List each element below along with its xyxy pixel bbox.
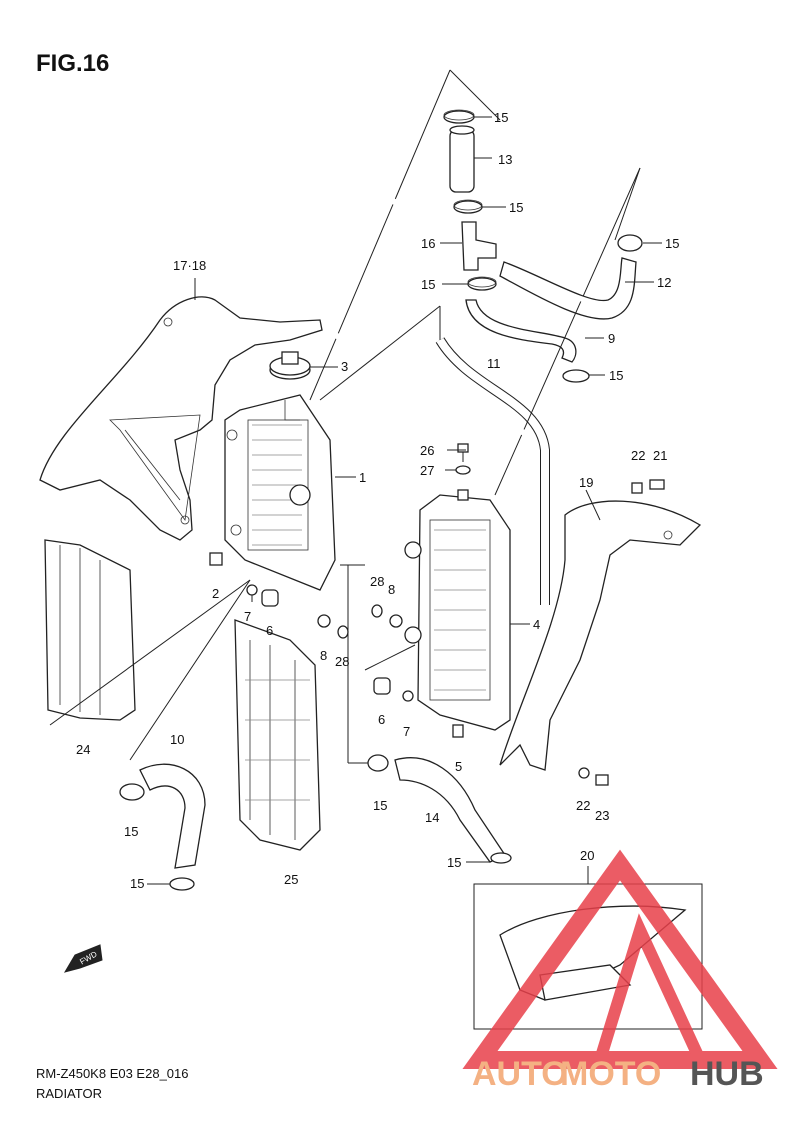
bolt-7: [402, 690, 414, 702]
callout-25: 25: [284, 872, 298, 887]
hose-9: [465, 299, 577, 363]
radiator-guard-24: [44, 539, 136, 721]
callout-22: 22: [631, 448, 645, 463]
callout-11: 11: [487, 356, 501, 371]
callout-16: 16: [421, 236, 435, 251]
callout-8: 8: [388, 582, 395, 597]
washer-22: [578, 767, 590, 779]
watermark-text: AUTO MOTO HUB: [472, 1055, 764, 1093]
collar-8: [389, 614, 403, 628]
hose-clamp: [453, 199, 483, 214]
watermark-logo: [462, 849, 778, 1069]
grommet-6: [373, 677, 391, 695]
bolt-7: [246, 584, 258, 602]
nut-2: [209, 552, 223, 566]
hose-clamp: [617, 234, 643, 252]
callout-4: 4: [533, 617, 540, 632]
callout-15: 15: [124, 824, 138, 839]
radiator-cap-3: [269, 351, 311, 380]
radiator-shroud-19: [499, 500, 702, 771]
callout-15: 15: [373, 798, 387, 813]
hose-14: [394, 757, 506, 863]
callout-8: 8: [320, 648, 327, 663]
callout-15: 15: [665, 236, 679, 251]
callout-21: 21: [653, 448, 667, 463]
bolt-23: [595, 774, 609, 786]
section-name: RADIATOR: [36, 1086, 102, 1101]
drain-bolt-5: [452, 724, 464, 738]
svg-text:AUTO: AUTO: [472, 1055, 568, 1093]
callout-1: 1: [359, 470, 366, 485]
overflow-hose-11: [435, 337, 550, 605]
callout-12: 12: [657, 275, 671, 290]
hose-clamp: [367, 754, 389, 772]
grommet-6: [261, 589, 279, 607]
callout-22: 22: [576, 798, 590, 813]
washer-28: [371, 604, 383, 618]
hose-10: [139, 763, 206, 869]
callout-15: 15: [447, 855, 461, 870]
figure-title: FIG.16: [36, 50, 110, 77]
model-code: RM-Z450K8 E03 E28_016: [36, 1066, 189, 1081]
callout-15: 15: [509, 200, 523, 215]
callout-23: 23: [595, 808, 609, 823]
callout-28: 28: [335, 654, 349, 669]
hose-clamp: [119, 783, 145, 801]
radiator-right-4: [404, 489, 511, 731]
callout-6: 6: [378, 712, 385, 727]
callout-2: 2: [212, 586, 219, 601]
hose-12: [499, 257, 637, 320]
callout-20: 20: [580, 848, 594, 863]
nut-22: [631, 482, 643, 494]
bolt-26: [457, 443, 469, 462]
callout-9: 9: [608, 331, 615, 346]
joint-16: [461, 221, 497, 271]
callout-26: 26: [420, 443, 434, 458]
hose-clamp: [467, 276, 497, 291]
radiator-louver-25: [234, 619, 321, 851]
callout-7: 7: [403, 724, 410, 739]
callout-27: 27: [420, 463, 434, 478]
callout-15: 15: [494, 110, 508, 125]
callout-15: 15: [421, 277, 435, 292]
callout-6: 6: [266, 623, 273, 638]
hose-clamp: [169, 877, 195, 891]
svg-text:HUB: HUB: [690, 1055, 764, 1093]
callout-19: 19: [579, 475, 593, 490]
washer-27: [455, 465, 471, 475]
callout-3: 3: [341, 359, 348, 374]
callout-24: 24: [76, 742, 90, 757]
leader-lines: [49, 69, 662, 884]
hose-13: [449, 125, 475, 193]
callout-15: 15: [609, 368, 623, 383]
callout-17-18: 17·18: [173, 258, 206, 273]
svg-text:MOTO: MOTO: [560, 1055, 661, 1093]
callout-10: 10: [170, 732, 184, 747]
hose-clamp: [443, 109, 475, 124]
collar-8: [317, 614, 331, 628]
callout-28: 28: [370, 574, 384, 589]
callout-5: 5: [455, 759, 462, 774]
callout-14: 14: [425, 810, 439, 825]
fwd-arrow: FWD: [63, 944, 103, 973]
callout-labels: 15 13 15 16 15 12 15 9 15 17·18 3 11 1 2…: [76, 110, 679, 891]
washer-28: [337, 625, 349, 639]
hose-clamp: [562, 369, 590, 383]
callout-15: 15: [130, 876, 144, 891]
callout-7: 7: [244, 609, 251, 624]
bolt-21: [649, 479, 665, 490]
callout-13: 13: [498, 152, 512, 167]
radiator-left-1: [224, 394, 336, 591]
hose-clamp: [490, 852, 512, 864]
radiator-shroud-17-18: [39, 296, 323, 541]
